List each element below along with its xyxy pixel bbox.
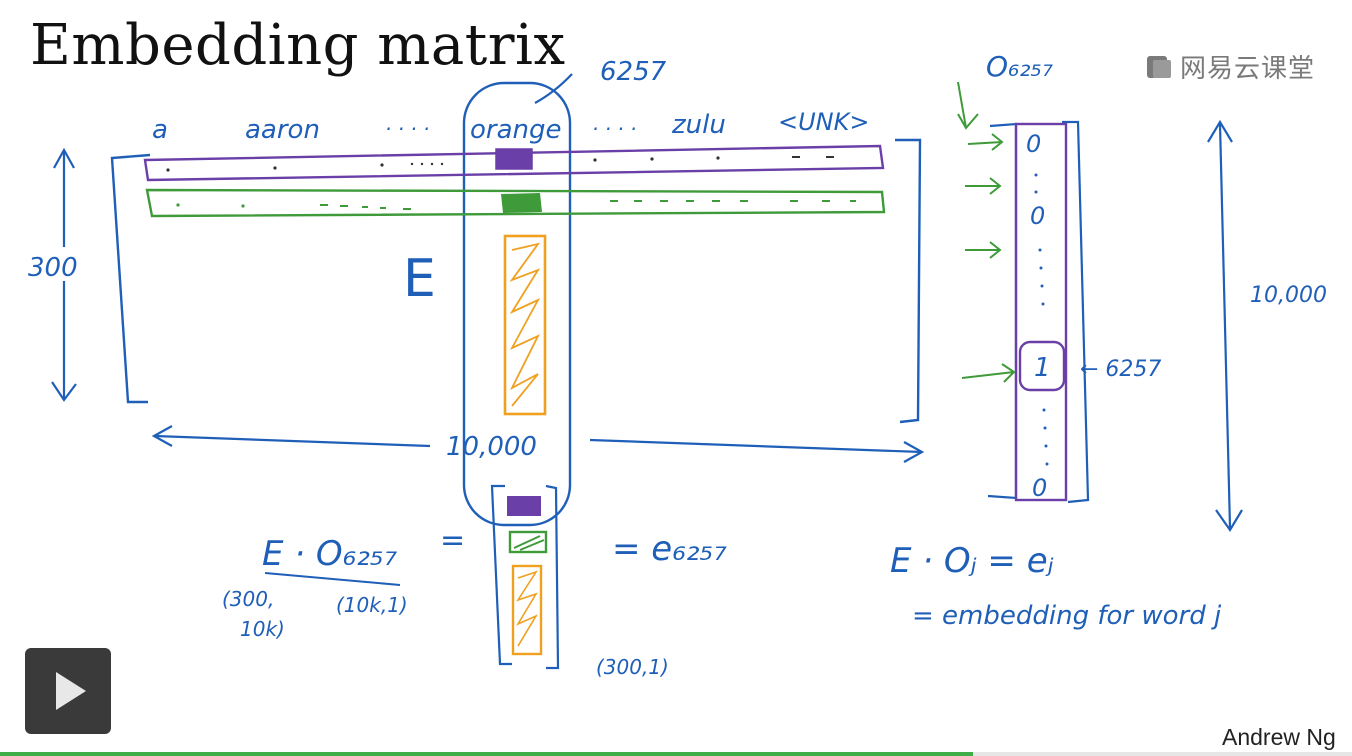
logo-icon: [1147, 55, 1171, 78]
onehot-dim-label: 10,000: [1250, 283, 1327, 308]
onehot-dim-arrow: [1218, 123, 1232, 529]
orange-column-outline: [462, 81, 572, 527]
equation-equals: =: [440, 523, 465, 558]
onehot-one: 1: [1034, 353, 1051, 383]
result-orange-column: [511, 564, 543, 656]
onehot-bottom-zero: 0: [1032, 474, 1047, 502]
matrix-right-bracket: [895, 138, 922, 424]
result-bracket-left: [490, 484, 512, 666]
play-button[interactable]: [25, 648, 111, 734]
logo-text: 网易云课堂: [1180, 54, 1316, 84]
play-icon: [56, 672, 86, 710]
lhs-dim-left-2: 10k): [240, 617, 285, 641]
logo: 网易云课堂: [1144, 48, 1315, 85]
author-name: Andrew Ng: [1222, 724, 1336, 750]
vocab-dots-2: · · · ·: [592, 117, 637, 141]
onehot-dots: [1034, 173, 1049, 466]
matrix-left-bracket: [110, 153, 151, 404]
onehot-index-label: ← 6257: [1080, 357, 1161, 382]
cols-dim-label: 10,000: [446, 432, 537, 462]
onehot-mid-zero: 0: [1030, 202, 1045, 230]
general-equation-description: = embedding for word j: [912, 601, 1222, 631]
video-progress-fill: [0, 752, 974, 756]
onehot-input-arrows: [961, 133, 1016, 383]
equation-rhs: = e₆₂₅₇: [612, 529, 727, 569]
video-progress-bar[interactable]: [0, 752, 1352, 756]
orange-embedding-hatch: [509, 242, 541, 407]
result-dim-label: (300,1): [596, 655, 669, 679]
lhs-dim-left: (300,: [222, 587, 274, 611]
matrix-label-e: E: [403, 249, 436, 309]
lhs-dim-right: (10k,1): [336, 593, 408, 617]
cols-dim-arrow: [154, 434, 923, 454]
result-green-cell: [508, 530, 548, 554]
green-row-dots: [176, 200, 856, 210]
purple-row-dots: [166, 156, 834, 172]
orange-index-label: 6257: [600, 57, 667, 87]
vocab-dots-1: · · · ·: [385, 117, 430, 141]
onehot-label: O₆₂₅₇: [986, 50, 1054, 83]
result-purple-cell: [507, 496, 541, 516]
embedding-row-purple: [143, 144, 885, 182]
rows-dim-label: 300: [28, 253, 78, 283]
onehot-pointer-arrow: [957, 81, 979, 130]
vocab-zulu: zulu: [671, 110, 726, 140]
vocab-a: a: [152, 115, 168, 145]
onehot-active-cell: [1018, 340, 1066, 392]
slide-title: Embedding matrix: [30, 13, 566, 78]
equation-lhs: E · O₆₂₅₇: [262, 534, 398, 574]
orange-green-cell: [501, 193, 542, 213]
onehot-bracket-right: [1062, 120, 1090, 504]
result-bracket-right: [545, 484, 560, 670]
onehot-top-zero: 0: [1026, 130, 1041, 158]
vocab-unk: <UNK>: [778, 108, 869, 136]
orange-index-pointer: [534, 73, 573, 104]
vocab-orange: orange: [470, 115, 562, 145]
orange-purple-cell: [495, 148, 533, 170]
onehot-vector-outline: [1014, 122, 1068, 502]
orange-embedding-column: [503, 234, 547, 416]
general-equation: E · Oⱼ = eⱼ: [890, 541, 1054, 581]
vocab-aaron: aaron: [245, 115, 320, 145]
equation-underline: [264, 572, 401, 586]
embedding-row-green: [145, 188, 886, 218]
